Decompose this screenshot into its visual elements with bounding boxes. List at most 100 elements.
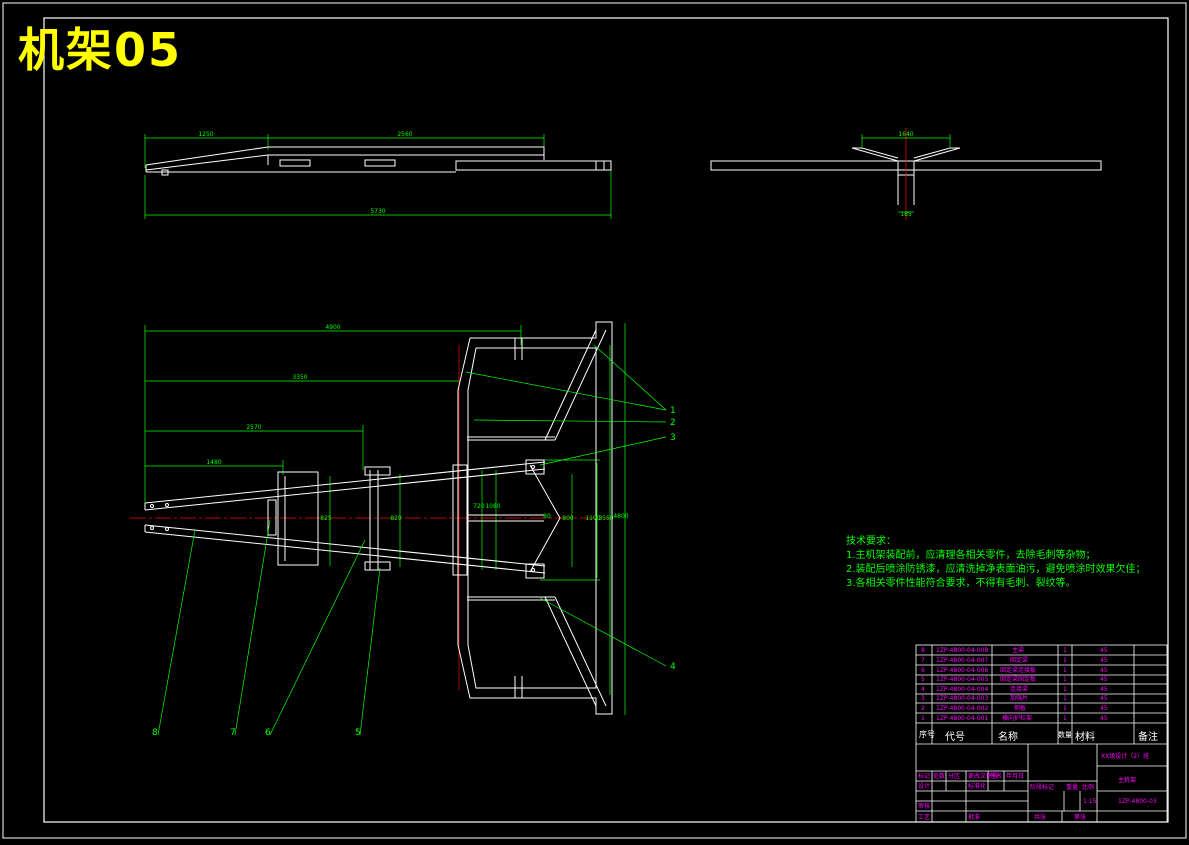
dim-text: 2570 [246,424,261,431]
label-text: 1ZP-4800-04-007 [936,657,988,664]
dim-text: 4800 [613,513,628,520]
dim-text: 4900 [325,324,340,331]
title-block [915,644,1168,823]
balloon-7: 7 [230,728,236,738]
label-text: 4 [921,686,925,693]
label-text: 1 [1063,647,1067,654]
label-text: 1 [1063,657,1067,664]
label-text: 1 [1063,695,1067,702]
label-text: 名称 [998,730,1018,743]
label-text: 处数 [933,772,945,780]
label-text: 代号 [945,731,965,743]
label-text: 主机架 [1118,776,1136,784]
label-text: 设计 [918,782,930,790]
dim-text: 2560 [397,131,412,138]
label-text: 1ZP-4800-03 [1118,798,1157,805]
label-text: 分区 [948,772,960,780]
dim-text: 5730 [370,208,385,215]
dim-text: 1250 [198,131,213,138]
parts-row: 3 1ZP-4800-04-003 加强片 1 45 [921,694,1108,702]
label-text: 加强片 [1010,694,1028,702]
dim-text: 1480 [206,459,221,466]
dim-text: 1640 [898,131,913,138]
label-text: 重量 [1066,783,1078,791]
dim-text: 3350 [292,374,307,381]
balloon-3: 3 [670,433,676,443]
parts-row: 4 1ZP-4800-04-004 连接梁 1 45 [921,685,1108,693]
label-text: 1ZP-4800-04-003 [936,695,988,702]
label-text: 比例 [1082,783,1094,791]
label-text: 签名 [990,772,1002,780]
label-text: 7 [921,657,925,664]
inner-frame [43,17,1169,823]
dim-text: 825 [320,515,332,522]
label-text: 材料 [1075,730,1095,743]
dim-text: 720 [473,503,485,510]
label-text: 主梁 [1012,646,1024,654]
tech-line: 2.装配后喷涂防锈漆，应清洗掉净表面油污，避免喷涂时效果欠佳； [846,564,1146,575]
label-text: 横向护栏架 [1002,714,1032,722]
label-text: 1ZP-4800-04-002 [936,705,988,712]
label-text: 45 [1100,657,1108,664]
label-text: 第张 [1074,813,1086,821]
balloon-1: 1 [670,406,676,416]
label-text: 标准化 [968,782,986,790]
label-text: 1ZP-4800-04-008 [936,647,988,654]
dim-text: 820 [390,515,402,522]
balloon-6: 6 [265,728,271,738]
label-text: 1:15 [1083,798,1097,805]
label-text: 1ZP-4800-04-004 [936,686,988,693]
dim-text: 185 [900,211,912,218]
label-text: 连接梁 [1010,685,1028,693]
parts-row: 5 1ZP-4800-04-005 固定梁固定板 1 45 [921,675,1108,683]
dim-text: 3550 [598,515,613,522]
tech-line: 1.主机架装配前，应清理各相关零件，去除毛刺等杂物； [846,550,1096,561]
label-text: 数量 [1058,730,1072,739]
balloon-4: 4 [670,662,676,672]
label-text: 年月日 [1006,772,1024,780]
balloon-8: 8 [152,728,158,738]
plan-view [130,321,667,736]
label-text: 45 [1100,705,1108,712]
balloon-2: 2 [670,418,676,428]
dim-text: 800 [562,515,574,522]
dim-text: 1190 [585,515,600,522]
label-text: 共张 [1034,813,1046,821]
label-text: 1ZP-4800-04-006 [936,667,988,674]
label-text: 标记 [918,772,930,780]
label-text: 45 [1100,715,1108,722]
label-text: 序号 [919,729,935,739]
tech-line: 3.各相关零件性能符合要求，不得有毛刺、裂纹等。 [846,578,1076,589]
label-text: 3 [921,695,925,702]
label-text: 1 [1063,667,1067,674]
label-text: 批准 [968,813,980,821]
label-text: 固定梁固定板 [1000,675,1036,683]
label-text: 阶段标记 [1030,783,1054,791]
tech-heading: 技术要求： [846,536,896,547]
label-text: 45 [1100,686,1108,693]
label-text: 侧板 [1014,704,1026,712]
label-text: 1 [1063,715,1067,722]
label-text: 审核 [918,802,930,810]
label-text: 8 [921,647,925,654]
label-text: 45 [1100,695,1108,702]
label-text: 45 [1100,676,1108,683]
title-block-text: XX级设计（2）班 主机架 1ZP-4800-03 1:15 标记 处数 分区 … [918,752,1157,821]
label-text: 更改文件号 [968,772,998,780]
label-text: 1 [1063,676,1067,683]
label-text: 1 [921,715,925,722]
label-text: 1 [1063,686,1067,693]
label-text: 5 [921,676,925,683]
label-text: 6 [921,667,925,674]
label-text: 1ZP-4800-04-005 [936,676,988,683]
drawing-title: 机架05 [18,23,183,77]
